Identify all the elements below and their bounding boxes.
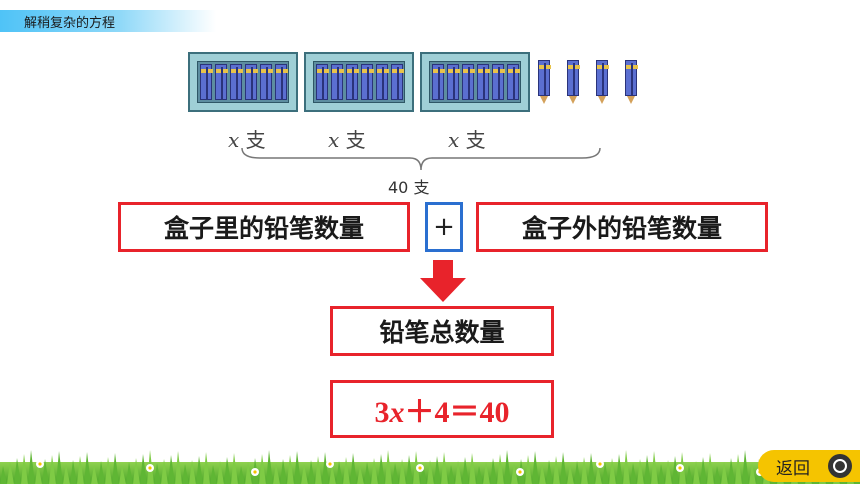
pencil-box: [420, 52, 530, 112]
boxed-pencil: [331, 64, 344, 108]
pencils-in-box-label: 盒子里的铅笔数量: [118, 202, 410, 252]
pencil-box: [188, 52, 298, 112]
boxed-pencil: [462, 64, 475, 108]
plus-operator: +: [425, 202, 463, 252]
total-pencils-label: 铅笔总数量: [330, 306, 554, 356]
equation-box: 3x＋4＝40: [330, 380, 554, 438]
curly-brace: [241, 147, 601, 171]
grass-decoration: [0, 450, 860, 484]
back-button[interactable]: 返回: [758, 450, 860, 482]
boxed-pencil: [376, 64, 389, 108]
loose-pencil: [538, 60, 551, 104]
boxed-pencil: [215, 64, 228, 108]
boxed-pencil: [507, 64, 520, 108]
back-button-label: 返回: [776, 458, 810, 479]
boxed-pencil: [200, 64, 213, 108]
pencils-outside-box-label: 盒子外的铅笔数量: [476, 202, 768, 252]
boxed-pencil: [245, 64, 258, 108]
down-arrow-icon: [420, 260, 466, 302]
boxed-pencil: [432, 64, 445, 108]
box-label: x 支: [448, 128, 486, 152]
loose-pencil: [567, 60, 580, 104]
boxed-pencil: [230, 64, 243, 108]
return-icon: [828, 454, 852, 478]
equation: 3x＋4＝40: [374, 396, 510, 429]
boxed-pencil: [361, 64, 374, 108]
boxed-pencil: [260, 64, 273, 108]
boxed-pencil: [447, 64, 460, 108]
boxed-pencil: [391, 64, 404, 108]
box-label: x 支: [328, 128, 366, 152]
loose-pencil: [625, 60, 638, 104]
boxed-pencil: [492, 64, 505, 108]
box-label: x 支: [228, 128, 266, 152]
boxed-pencil: [477, 64, 490, 108]
loose-pencil: [596, 60, 609, 104]
page-title: 解稍复杂的方程: [24, 16, 116, 31]
boxed-pencil: [275, 64, 288, 108]
total-label: 40 支: [388, 178, 430, 197]
title-bar: [0, 10, 216, 32]
boxed-pencil: [346, 64, 359, 108]
pencil-box: [304, 52, 414, 112]
boxed-pencil: [316, 64, 329, 108]
